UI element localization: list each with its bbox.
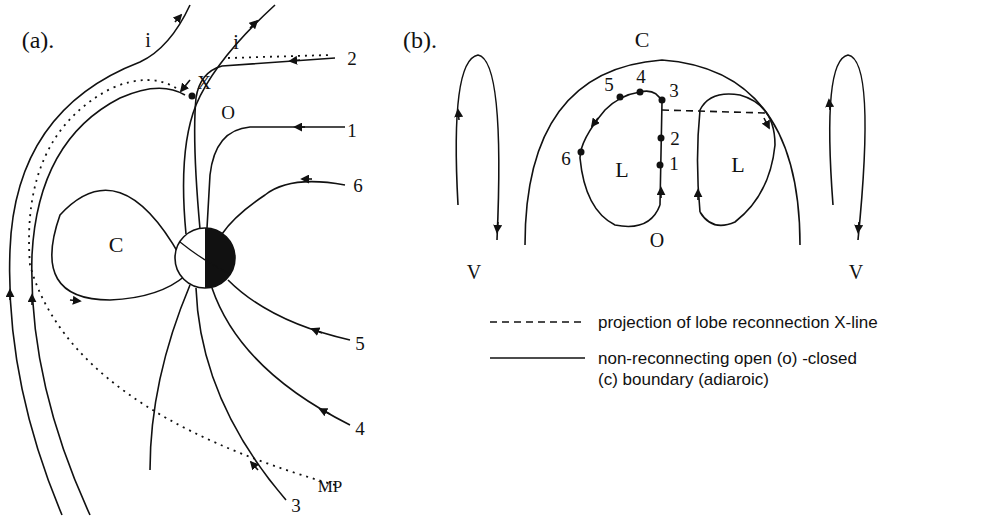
figure-label: 3	[667, 80, 681, 101]
figure-label: 3	[289, 495, 303, 516]
figure-label: 5	[602, 74, 616, 95]
figure-label: (b).	[401, 27, 439, 53]
figure-label: 6	[351, 175, 365, 196]
figure-label: C	[633, 28, 652, 52]
figure-label: 1	[667, 153, 681, 174]
figure-label: 5	[353, 333, 367, 354]
figure-label: L	[613, 158, 630, 182]
figure-label: X	[195, 72, 213, 93]
figure-label: 2	[345, 48, 359, 69]
legend-text: projection of lobe reconnection X-line	[598, 312, 978, 333]
figure-label: V	[847, 261, 865, 283]
figure-label: 1	[345, 120, 359, 141]
figure-label: V	[465, 261, 483, 283]
figure-label: O	[648, 229, 666, 251]
figure-label: i	[143, 29, 153, 51]
figure-label: C	[107, 233, 126, 257]
figure-label: O	[219, 102, 237, 123]
figure-label: 4	[634, 66, 648, 87]
figure-label: L	[729, 153, 746, 177]
figure-label: (a).	[20, 27, 57, 53]
figure-label: 2	[668, 128, 682, 149]
figure-label: MP	[316, 477, 345, 496]
figure-label: 6	[559, 148, 573, 169]
figure-label: i	[231, 31, 241, 53]
figure-label: 4	[353, 418, 367, 439]
legend-text: non-reconnecting open (o) -closed (c) bo…	[598, 348, 868, 391]
